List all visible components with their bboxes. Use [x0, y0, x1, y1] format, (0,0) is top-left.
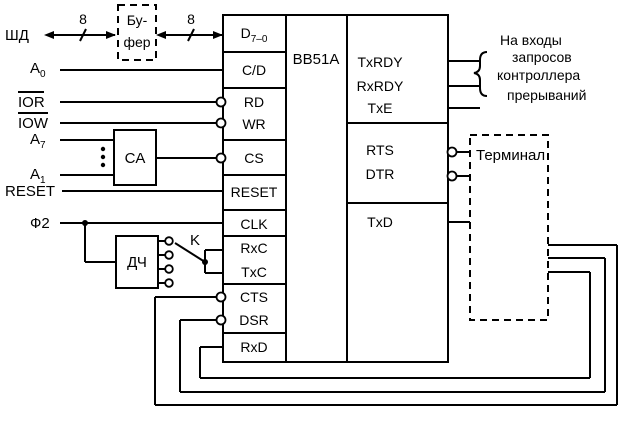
address-decoder-label: CA	[125, 150, 146, 167]
buffer-label-2: фер	[123, 34, 150, 50]
interrupt-note-3: контроллера	[497, 67, 580, 83]
interrupt-note-2: запросов	[512, 49, 572, 65]
pin-txe: TxE	[368, 100, 393, 116]
pin-clk: CLK	[240, 216, 268, 232]
label-data-bus: ШД	[5, 27, 29, 44]
pin-txrdy: TxRDY	[357, 54, 403, 70]
label-reset: RESET	[5, 183, 55, 200]
pin-cts: CTS	[240, 289, 268, 305]
interrupt-note-1: На входы	[500, 32, 562, 48]
pin-txd: TxD	[367, 214, 393, 230]
buffer-block: Бу- фер	[117, 4, 157, 61]
buffer-label-1: Бу-	[127, 12, 148, 28]
clock-switch: K	[174, 232, 208, 265]
label-a7: A7	[30, 131, 46, 151]
chip-vv51a: ВВ51А	[222, 14, 449, 363]
pin-rxd: RxD	[240, 339, 267, 355]
switch-label: K	[190, 232, 200, 249]
pin-dsr: DSR	[239, 312, 269, 328]
interrupt-note-4: прерываний	[507, 87, 586, 103]
terminal-block: Терминал	[469, 134, 549, 321]
pin-d-bus: D7–0	[241, 25, 268, 45]
label-phi2: Ф2	[30, 215, 50, 232]
label-a0: A0	[30, 60, 46, 80]
pin-txc: TxC	[241, 264, 267, 280]
bus-width-left: 8	[79, 11, 87, 27]
label-a1: A1	[30, 166, 46, 186]
pin-rxc: RxC	[240, 240, 267, 256]
chip-name: ВВ51А	[293, 51, 340, 68]
pin-wr: WR	[242, 116, 265, 132]
pin-rxrdy: RxRDY	[357, 78, 404, 94]
address-decoder-block: CA	[113, 129, 157, 186]
terminal-label: Терминал	[476, 147, 545, 164]
label-iow: IOW	[18, 115, 49, 132]
pin-reset: RESET	[231, 184, 278, 200]
pin-rd: RD	[244, 94, 264, 110]
pin-cs: CS	[244, 150, 263, 166]
label-ior: IOR	[18, 94, 45, 111]
pin-cd: C/D	[242, 62, 266, 78]
data-bus: ШД 8 8	[5, 11, 223, 44]
pin-rts: RTS	[366, 142, 394, 158]
pin-dtr: DTR	[366, 166, 395, 182]
divider-block: ДЧ	[115, 235, 159, 289]
bus-width-right: 8	[187, 11, 195, 27]
divider-label: ДЧ	[127, 254, 147, 271]
